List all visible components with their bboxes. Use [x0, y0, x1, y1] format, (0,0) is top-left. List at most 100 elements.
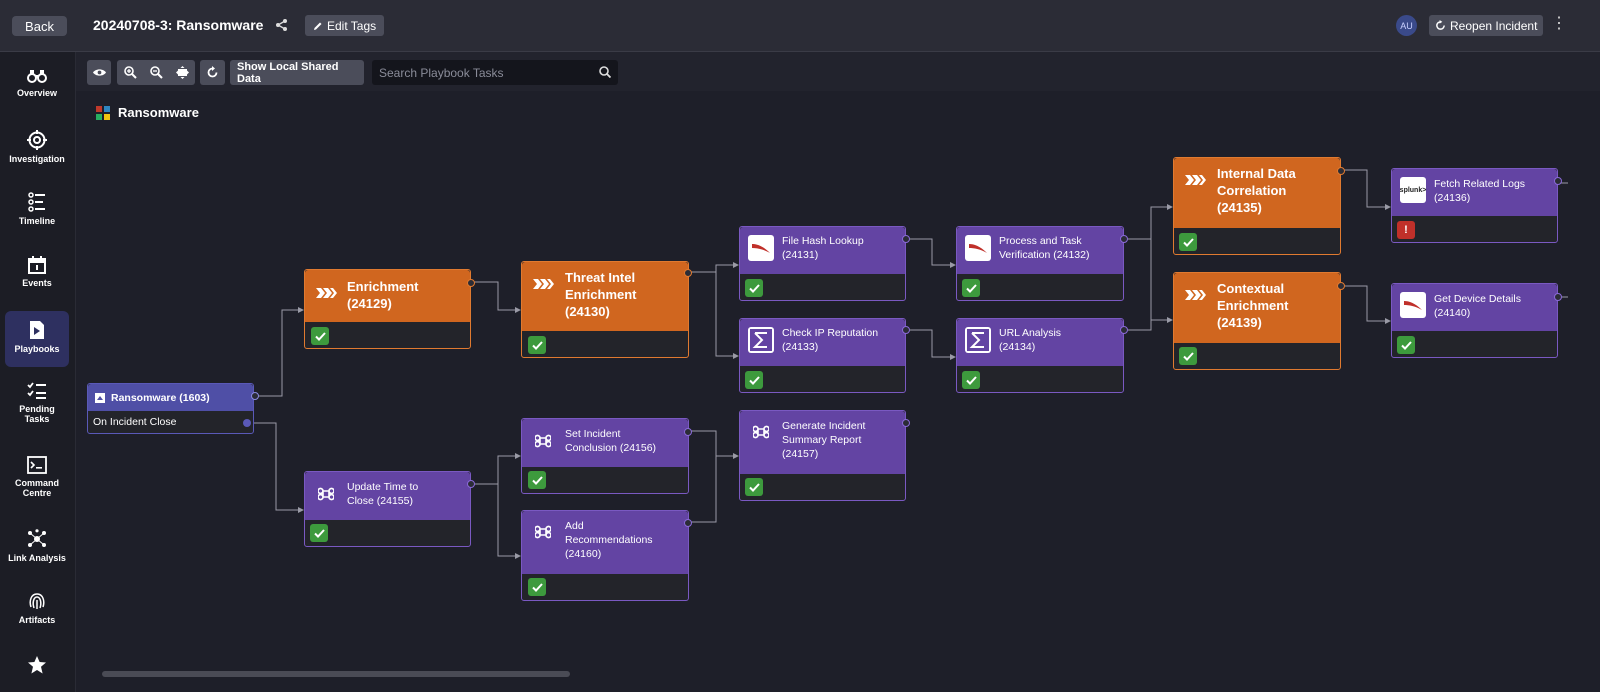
calendar-icon [28, 256, 46, 274]
integration-logo-icon [748, 235, 774, 261]
success-check-icon [745, 371, 763, 389]
sidebar-label: Artifacts [18, 615, 56, 625]
command-icon [535, 434, 551, 448]
output-port[interactable] [243, 419, 251, 427]
output-port[interactable] [1120, 235, 1128, 243]
output-port[interactable] [251, 392, 259, 400]
node-check-ip-reputation[interactable]: Check IP Reputation(24133) [739, 318, 910, 393]
success-check-icon [962, 371, 980, 389]
back-button[interactable]: Back [12, 16, 67, 36]
zoom-controls [117, 60, 195, 85]
node-fetch-related-logs[interactable]: splunk> Fetch Related Logs(24136) ! [1391, 168, 1562, 243]
sidebar-item-investigation[interactable]: Investigation [5, 130, 69, 174]
sidebar-item-pending-tasks[interactable]: Pending Tasks [5, 382, 69, 432]
output-port[interactable] [684, 428, 692, 436]
playbook-title: Ransomware [96, 105, 199, 120]
success-check-icon [1179, 347, 1197, 365]
sidebar-item-playbooks[interactable]: Playbooks [5, 311, 69, 367]
more-options-icon[interactable]: ⋮ [1551, 15, 1567, 32]
edit-tags-button[interactable]: Edit Tags [305, 15, 385, 36]
start-node[interactable]: Ransomware (1603) On Incident Close [87, 383, 259, 434]
output-port[interactable] [1554, 177, 1562, 185]
sidebar-item-link-analysis[interactable]: Link Analysis [5, 529, 69, 573]
sidebar-item-events[interactable]: Events [5, 256, 69, 300]
output-port[interactable] [902, 326, 910, 334]
sub-playbook-icon [316, 288, 337, 298]
fit-screen-icon[interactable] [175, 66, 189, 79]
sidebar-item-favorites[interactable] [5, 655, 69, 685]
output-port[interactable] [902, 235, 910, 243]
node-title: Check IP Reputation(24133) [782, 327, 879, 353]
sigma-icon [965, 327, 991, 353]
sidebar-label: Playbooks [14, 344, 60, 354]
output-port[interactable] [467, 279, 475, 287]
output-port[interactable] [684, 519, 692, 527]
sidebar-item-artifacts[interactable]: Artifacts [5, 591, 69, 635]
view-button[interactable] [87, 60, 111, 85]
node-get-device-details[interactable]: Get Device Details(24140) [1391, 283, 1562, 358]
command-icon [318, 487, 334, 501]
share-icon[interactable] [275, 18, 289, 32]
node-title: Get Device Details(24140) [1434, 293, 1521, 319]
search-icon[interactable] [599, 66, 611, 78]
output-port[interactable] [1337, 282, 1345, 290]
zoom-out-icon[interactable] [149, 66, 163, 79]
avatar[interactable]: AU [1396, 15, 1417, 36]
sidebar-item-overview[interactable]: Overview [5, 68, 69, 112]
zoom-in-icon[interactable] [123, 66, 137, 79]
sub-playbook-icon [533, 279, 554, 289]
node-title: Fetch Related Logs(24136) [1434, 178, 1526, 204]
node-title: File Hash Lookup(24131) [782, 235, 864, 261]
sub-playbook-icon [1185, 175, 1206, 185]
output-port[interactable] [1554, 293, 1562, 301]
success-check-icon [1397, 336, 1415, 354]
integration-logo-icon [965, 235, 991, 261]
sidebar-item-timeline[interactable]: Timeline [5, 192, 69, 236]
output-port[interactable] [902, 419, 910, 427]
playbook-icon [30, 321, 44, 339]
top-bar: Back 20240708-3: Ransomware Edit Tags AU… [0, 0, 1600, 52]
success-check-icon [745, 279, 763, 297]
node-title: URL Analysis(24134) [999, 327, 1062, 353]
start-node-trigger: On Incident Close [93, 416, 177, 428]
output-port[interactable] [1337, 167, 1345, 175]
search-playbook-tasks [372, 60, 618, 85]
show-local-shared-data-button[interactable]: Show Local Shared Data [230, 60, 364, 85]
node-enrichment[interactable]: Enrichment(24129) [304, 269, 475, 349]
node-file-hash-lookup[interactable]: File Hash Lookup(24131) [739, 226, 910, 301]
incident-title: 20240708-3: Ransomware [93, 17, 264, 33]
sidebar-item-command-centre[interactable]: Command Centre [5, 456, 69, 506]
binoculars-icon [27, 70, 47, 83]
sidebar-label: Command Centre [14, 478, 59, 498]
sidebar-label: Overview [16, 88, 58, 98]
success-check-icon [311, 327, 329, 345]
success-check-icon [528, 471, 546, 489]
sidebar [0, 52, 76, 692]
refresh-icon [207, 66, 218, 78]
output-port[interactable] [1120, 326, 1128, 334]
output-port[interactable] [684, 269, 692, 277]
command-icon [753, 425, 769, 439]
splunk-logo-icon: splunk> [1400, 177, 1426, 203]
node-url-analysis[interactable]: URL Analysis(24134) [956, 318, 1128, 393]
output-port[interactable] [467, 480, 475, 488]
reopen-icon [1436, 20, 1445, 30]
target-icon [27, 130, 47, 150]
horizontal-scrollbar[interactable] [102, 671, 570, 677]
refresh-button[interactable] [200, 60, 225, 85]
search-input[interactable] [372, 60, 592, 85]
reopen-incident-button[interactable]: Reopen Incident [1429, 15, 1544, 36]
edit-tags-label: Edit Tags [327, 18, 377, 33]
